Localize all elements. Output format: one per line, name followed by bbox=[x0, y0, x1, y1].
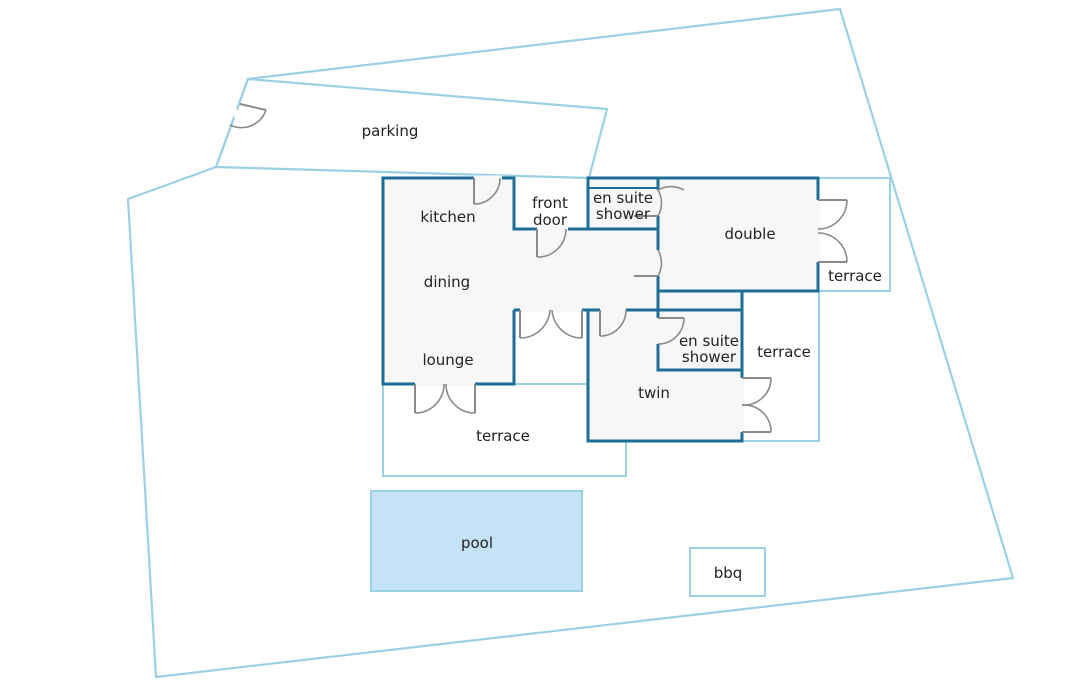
label-terrace-east: terrace bbox=[828, 267, 882, 285]
lounge-terrace-door[interactable] bbox=[414, 383, 476, 414]
pool bbox=[370, 490, 583, 592]
label-twin: twin bbox=[638, 384, 670, 402]
front-door[interactable] bbox=[536, 228, 567, 258]
dining-terrace-door[interactable] bbox=[519, 309, 583, 339]
double-door[interactable] bbox=[634, 249, 663, 277]
kitchen-door[interactable] bbox=[473, 177, 501, 205]
parking-gate-door[interactable] bbox=[229, 101, 267, 129]
double-terrace-door[interactable] bbox=[817, 199, 848, 263]
label-bbq: bbq bbox=[714, 564, 743, 582]
label-kitchen: kitchen bbox=[420, 208, 475, 226]
label-pool: pool bbox=[461, 534, 493, 552]
label-front-door-line2: door bbox=[533, 211, 568, 229]
label-en-suite-1-line1: en suite bbox=[593, 189, 653, 207]
twin-door[interactable] bbox=[599, 309, 627, 337]
label-en-suite-2-line2: shower bbox=[682, 348, 737, 366]
label-front-door-line1: front bbox=[532, 194, 568, 212]
twin-terrace-door[interactable] bbox=[741, 377, 772, 433]
label-terrace-mid: terrace bbox=[757, 343, 811, 361]
label-parking: parking bbox=[362, 122, 419, 140]
label-en-suite-1-line2: shower bbox=[596, 205, 651, 223]
label-lounge: lounge bbox=[422, 351, 473, 369]
house-interior bbox=[383, 178, 818, 441]
en-suite-1-door[interactable] bbox=[634, 185, 685, 217]
en-suite-2-door[interactable] bbox=[657, 317, 685, 345]
label-en-suite-2-line1: en suite bbox=[679, 332, 739, 350]
bbq bbox=[689, 547, 766, 597]
terrace-mid-area bbox=[741, 290, 820, 442]
label-terrace-south: terrace bbox=[476, 427, 530, 445]
label-double: double bbox=[724, 225, 775, 243]
label-dining: dining bbox=[424, 273, 470, 291]
